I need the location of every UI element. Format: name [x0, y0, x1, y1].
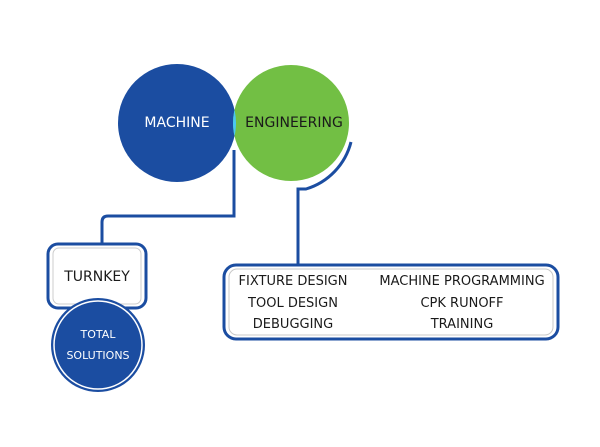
total-solutions-line-2: SOLUTIONS	[66, 349, 130, 362]
service-item: TRAINING	[430, 317, 494, 332]
connector-turnkey	[100, 150, 236, 243]
machine-label: MACHINE	[144, 115, 210, 131]
service-item: DEBUGGING	[252, 317, 334, 332]
total-solutions-label: TOTAL SOLUTIONS	[51, 324, 145, 366]
machine-circle	[118, 64, 236, 182]
service-item: CPK RUNOFF	[420, 295, 504, 311]
total-solutions-inner-ring	[53, 300, 143, 390]
services-box-inner	[228, 268, 554, 336]
services-left-column: FIXTURE DESIGN TOOL DESIGN DEBUGGING	[230, 271, 356, 336]
service-item: FIXTURE DESIGN	[238, 274, 348, 289]
services-right-column: MACHINE PROGRAMMING CPK RUNOFF TRAINING	[370, 271, 554, 336]
total-solutions-ring	[51, 298, 145, 392]
turnkey-label: TURNKEY	[64, 269, 130, 285]
connector-services	[296, 141, 353, 265]
engineering-label: ENGINEERING	[245, 115, 343, 131]
engineering-circle	[233, 65, 349, 181]
total-solutions-line-1: TOTAL	[80, 328, 116, 341]
service-item: TOOL DESIGN	[248, 295, 338, 311]
service-item: MACHINE PROGRAMMING	[379, 274, 545, 289]
